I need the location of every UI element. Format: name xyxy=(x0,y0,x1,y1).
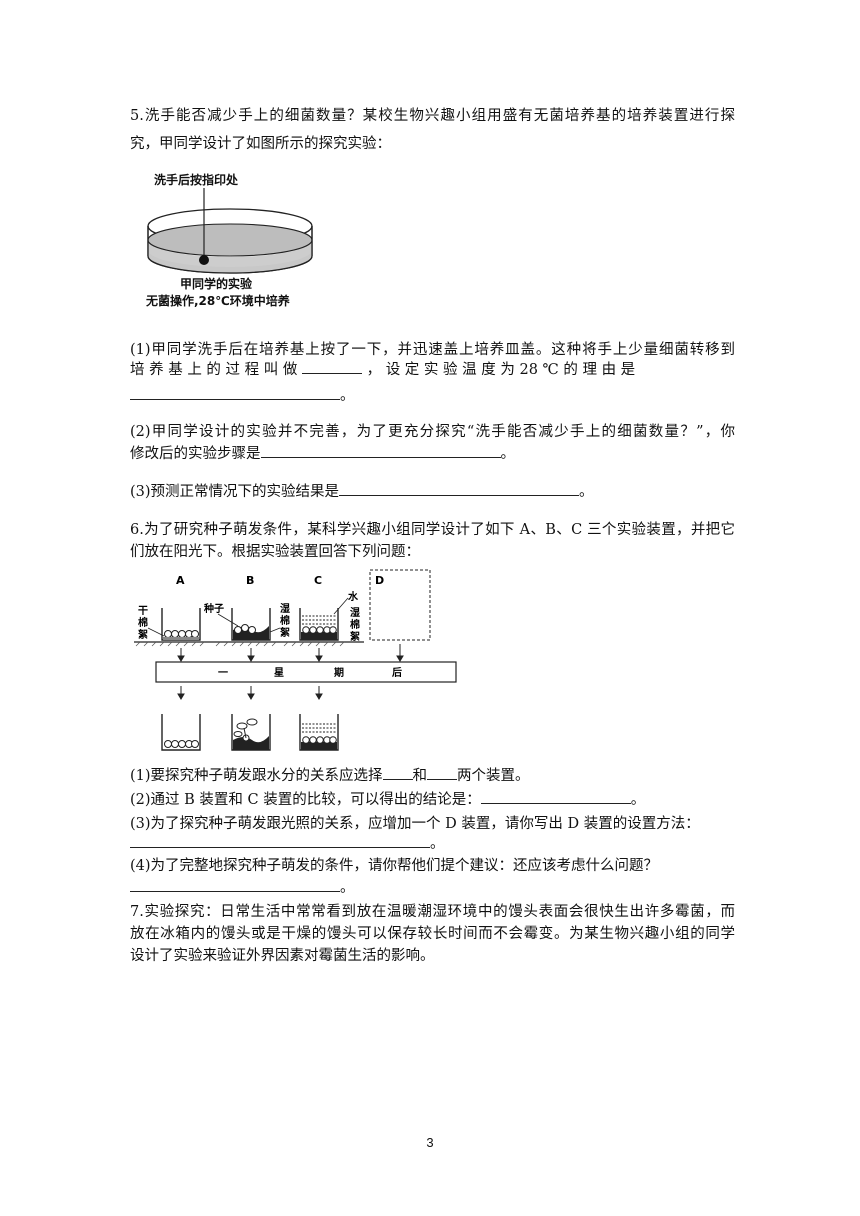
q6-sub1-text-c: 两个装置。 xyxy=(457,768,530,784)
q6-sub3-answer: 。 xyxy=(130,830,735,858)
answer-blank[interactable] xyxy=(339,479,580,496)
one-week-later-bar xyxy=(155,661,457,683)
seed-label: 种子 xyxy=(203,602,224,615)
q5-stem-line1: 5.洗手能否减少手上的细菌数量？某校生物兴趣小组用盛有无菌培养基的培养装置进行探 xyxy=(130,108,735,124)
q6-sub1: (1)要探究种子萌发跟水分的关系应选择 和 两个装置。 xyxy=(130,762,735,790)
wet-cotton-label: 棉 xyxy=(280,614,290,627)
q5-sub1-text-b: ， 设 定 实 验 温 度 为 28 ℃ 的 理 由 是 xyxy=(366,362,636,378)
bar-text: 后 xyxy=(392,666,402,679)
figure-caption-1: 甲同学的实验 xyxy=(180,276,253,291)
q6-stem-line1: 6.为了研究种子萌发条件，某科学兴趣小组同学设计了如下 A、B、C 三个实验装置… xyxy=(130,522,735,538)
figure-top-label: 洗手后按指印处 xyxy=(154,172,239,187)
q5-stem-line2: 究，甲同学设计了如图所示的探究实验： xyxy=(130,136,391,152)
q5-sub2-text: 修改后的实验步骤是 xyxy=(130,446,261,462)
bar-text: 期 xyxy=(334,666,344,679)
wet-cotton-c-label: 絮 xyxy=(350,630,360,643)
wet-cotton-c-label: 湿 xyxy=(350,606,360,619)
dry-cotton-label: 棉 xyxy=(138,616,148,629)
dry-cotton-label: 干 xyxy=(138,605,148,617)
q5-sub1-line3: 。 xyxy=(130,382,735,410)
q5-sub3: (3)预测正常情况下的实验结果是 。 xyxy=(130,478,735,506)
q7-line2: 放在冰箱内的馒头或是干燥的馒头可以保存较长时间而不会霉变。为某生物兴趣小组的同学 xyxy=(130,926,735,942)
label-b: B xyxy=(246,574,254,587)
answer-blank[interactable] xyxy=(130,831,430,848)
wet-cotton-c-label: 棉 xyxy=(350,618,360,631)
page-number: 3 xyxy=(426,1135,434,1150)
q6-sub1-text-a: (1)要探究种子萌发跟水分的关系应选择 xyxy=(130,768,383,784)
answer-blank[interactable] xyxy=(382,763,413,780)
q7-line3: 设计了实验来验证外界因素对霉菌生活的影响。 xyxy=(130,948,435,964)
q6-sub4: (4)为了完整地探究种子萌发的条件，请你帮他们提个建议：还应该考虑什么问题？ xyxy=(130,858,659,874)
answer-blank[interactable] xyxy=(301,357,362,374)
q6-sub2-text: (2)通过 B 装置和 C 装置的比较，可以得出的结论是： xyxy=(130,792,481,808)
water-label: 水 xyxy=(347,590,359,603)
figure-caption-2: 无菌操作,28℃环境中培养 xyxy=(145,293,290,308)
device-d-box xyxy=(369,569,431,641)
q6-sub2: (2)通过 B 装置和 C 装置的比较，可以得出的结论是： 。 xyxy=(130,786,735,814)
period: 。 xyxy=(340,388,355,404)
period: 。 xyxy=(579,484,594,500)
label-d: D xyxy=(375,574,384,587)
answer-blank[interactable] xyxy=(427,763,458,780)
q7-line1: 7.实验探究：日常生活中常常看到放在温暖潮湿环境中的馒头表面会很快生出许多霉菌，… xyxy=(130,904,735,920)
q6-stem-line2: 们放在阳光下。根据实验装置回答下列问题： xyxy=(130,544,420,560)
q5-sub1-line2: 培 养 基 上 的 过 程 叫 做 ， 设 定 实 验 温 度 为 28 ℃ 的… xyxy=(130,356,735,384)
answer-blank[interactable] xyxy=(260,441,501,458)
wet-cotton-label: 絮 xyxy=(280,626,290,639)
period: 。 xyxy=(500,446,516,462)
q5-sub1-text-a: 培 养 基 上 的 过 程 叫 做 xyxy=(130,362,298,378)
bar-text: 星 xyxy=(274,667,284,679)
q5-sub1-line1: (1)甲同学洗手后在培养基上按了一下，并迅速盖上培养皿盖。这种将手上少量细菌转移… xyxy=(130,342,735,358)
q6-sub3: (3)为了探究种子萌发跟光照的关系，应增加一个 D 装置，请你写出 D 装置的设… xyxy=(130,816,700,832)
period: 。 xyxy=(630,792,646,808)
answer-blank[interactable] xyxy=(130,383,340,400)
petri-dish-figure: 洗手后按指印处 甲同学的实验 无菌操作,28℃环境中培养 xyxy=(140,168,320,318)
period: 。 xyxy=(430,836,445,852)
q6-sub1-text-b: 和 xyxy=(412,768,428,784)
q5-sub2-line1: (2)甲同学设计的实验并不完善，为了更充分探究“洗手能否减少手上的细菌数量？”，… xyxy=(130,424,735,440)
period: 。 xyxy=(340,880,355,896)
label-a: A xyxy=(176,574,185,587)
q5-sub3-text: (3)预测正常情况下的实验结果是 xyxy=(130,484,340,500)
label-c: C xyxy=(314,574,322,587)
answer-blank[interactable] xyxy=(480,787,631,804)
q6-sub4-answer: 。 xyxy=(130,874,735,902)
dry-cotton-label: 絮 xyxy=(138,628,148,641)
q5-sub2-line2: 修改后的实验步骤是 。 xyxy=(130,440,735,468)
germination-figure: A B C D 干 棉 絮 种子 湿 棉 絮 xyxy=(134,566,494,762)
bar-text: 一 xyxy=(218,668,228,679)
wet-cotton-label: 湿 xyxy=(280,602,290,615)
answer-blank[interactable] xyxy=(130,875,340,892)
